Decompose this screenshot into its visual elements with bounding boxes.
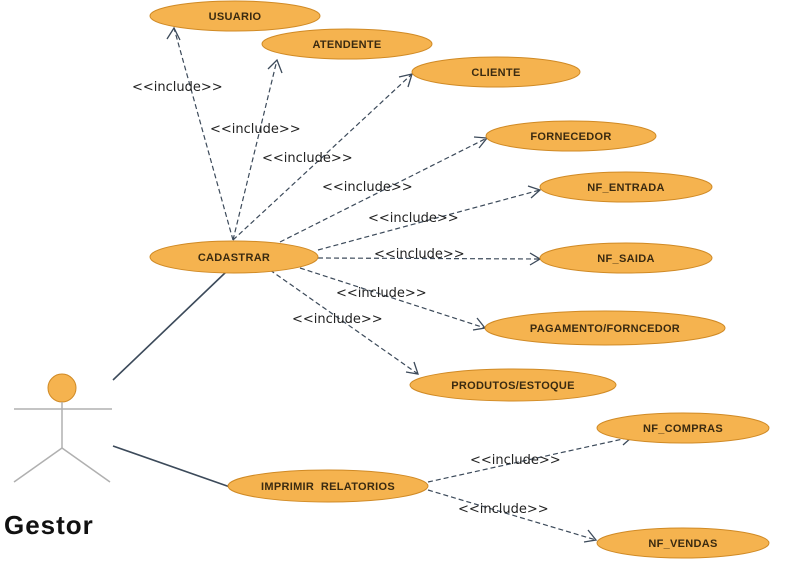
association-imprimir (112, 445, 231, 488)
dependency-atendente (232, 58, 283, 241)
use-case-imprimir-relatorios[interactable]: IMPRIMIR RELATORIOS (227, 469, 429, 503)
include-label-produtos: <<include>> (292, 312, 383, 327)
dependency-produtos (269, 269, 419, 375)
use-case-label: NF_VENDAS (648, 538, 717, 550)
dependency-cliente (232, 73, 413, 241)
use-case-label: NF_ENTRADA (587, 182, 665, 194)
include-label-nf-compras: <<include>> (470, 453, 561, 468)
dependency-nf-vendas (427, 489, 598, 543)
actor-gestor[interactable] (13, 373, 112, 483)
use-case-label: FORNECEDOR (530, 131, 611, 143)
include-label-nf-saida: <<include>> (374, 247, 465, 262)
use-case-label: NF_COMPRAS (643, 423, 723, 435)
use-case-cadastrar[interactable]: CADASTRAR (149, 240, 319, 274)
use-case-nf-compras[interactable]: NF_COMPRAS (596, 412, 770, 444)
include-label-fornecedor: <<include>> (322, 180, 413, 195)
use-case-label: IMPRIMIR RELATORIOS (261, 481, 395, 493)
use-case-usuario[interactable]: USUARIO (149, 0, 321, 32)
actor-head (47, 373, 77, 403)
include-label-usuario: <<include>> (132, 80, 223, 95)
include-label-cliente: <<include>> (262, 151, 353, 166)
include-label-pagamento: <<include>> (336, 286, 427, 301)
use-case-pagamento[interactable]: PAGAMENTO/FORNCEDOR (484, 310, 726, 346)
use-case-nf-saida[interactable]: NF_SAIDA (539, 242, 713, 274)
include-label-nf-entrada: <<include>> (368, 211, 459, 226)
use-case-label: CADASTRAR (198, 252, 270, 264)
use-case-nf-vendas[interactable]: NF_VENDAS (596, 527, 770, 559)
use-case-produtos[interactable]: PRODUTOS/ESTOQUE (409, 368, 617, 402)
actor-left-leg (13, 447, 63, 483)
use-case-label: PRODUTOS/ESTOQUE (451, 380, 575, 392)
actor-right-leg (61, 447, 111, 483)
dependency-nf-entrada (317, 185, 542, 251)
association-cadastrar (112, 271, 227, 381)
dependency-usuario (166, 26, 234, 241)
use-case-label: NF_SAIDA (597, 253, 654, 265)
use-case-label: PAGAMENTO/FORNCEDOR (530, 323, 680, 335)
include-label-atendente: <<include>> (210, 122, 301, 137)
use-case-label: CLIENTE (471, 67, 520, 79)
use-case-cliente[interactable]: CLIENTE (411, 56, 581, 88)
include-label-nf-vendas: <<include>> (458, 502, 549, 517)
use-case-atendente[interactable]: ATENDENTE (261, 28, 433, 60)
use-case-label: USUARIO (209, 11, 262, 23)
use-case-label: ATENDENTE (312, 39, 381, 51)
use-case-fornecedor[interactable]: FORNECEDOR (485, 120, 657, 152)
actor-name: Gestor (4, 510, 94, 540)
use-case-nf-entrada[interactable]: NF_ENTRADA (539, 171, 713, 203)
